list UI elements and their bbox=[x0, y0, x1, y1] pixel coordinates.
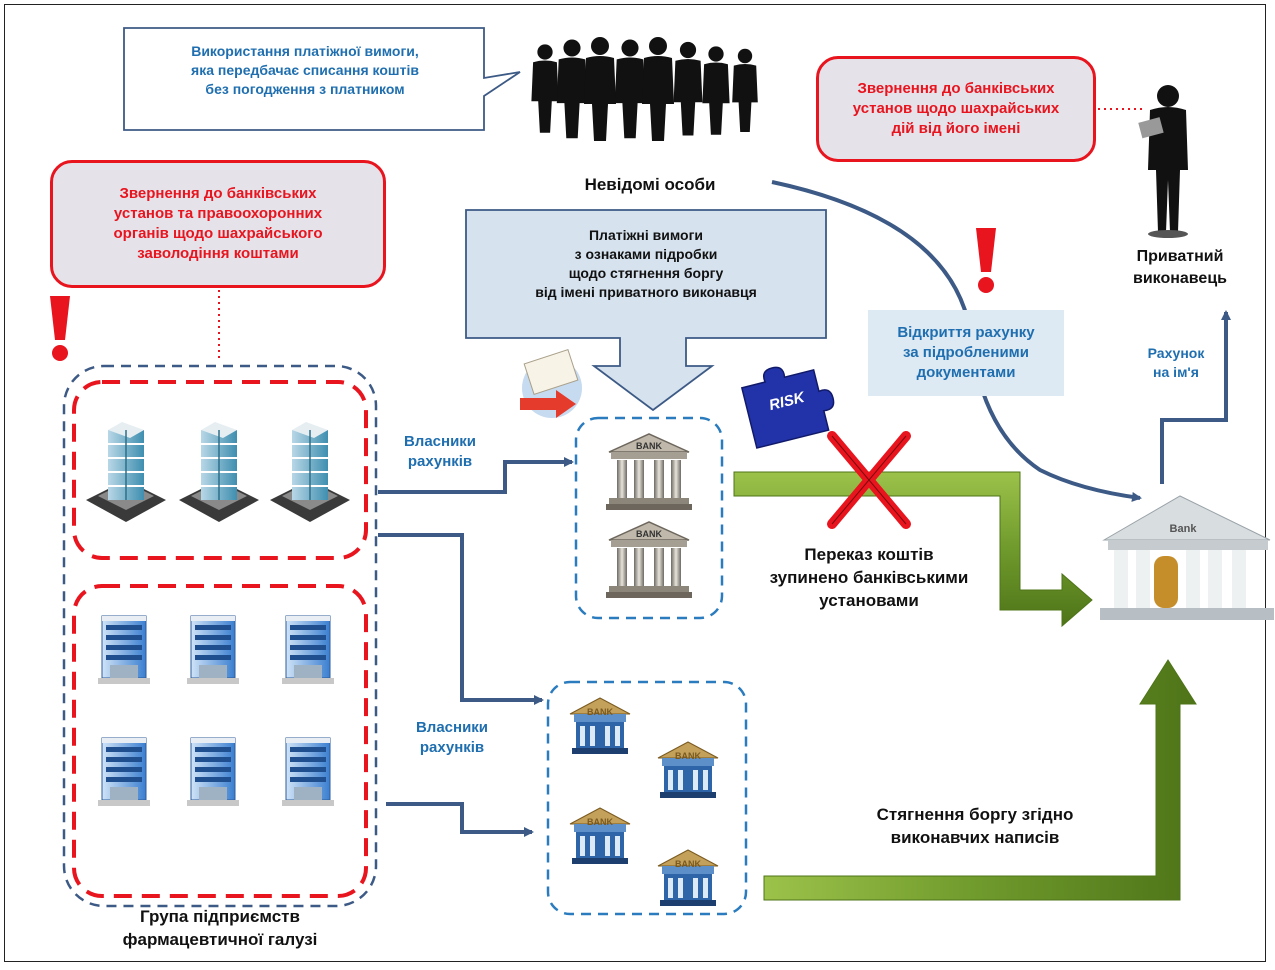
bank-word-4: BANK bbox=[675, 751, 701, 761]
green-debt-arrow bbox=[763, 659, 1197, 901]
transfer-stopped-label: Переказ коштів зупинено банківськими уст… bbox=[769, 545, 969, 610]
open-account-label: Відкриття рахунку за підробленими докуме… bbox=[868, 310, 1064, 396]
green-transfer-arrow bbox=[733, 471, 1093, 628]
private-executor-label: Приватний виконавець bbox=[1133, 248, 1227, 287]
unknown-persons-icon bbox=[531, 37, 758, 141]
callout-right-red: Звернення до банківських установ щодо ша… bbox=[816, 56, 1096, 162]
bank-word-6: BANK bbox=[675, 859, 701, 869]
account-in-name-label: Рахунок на ім'я bbox=[1147, 345, 1205, 380]
bank-word-right: Bank bbox=[1169, 523, 1197, 535]
callout-left-red: Звернення до банківських установ та прав… bbox=[50, 160, 386, 288]
payment-demands-shape bbox=[465, 209, 827, 412]
exclamation-right-icon bbox=[976, 228, 996, 293]
group-subset-top bbox=[72, 380, 368, 560]
outer-frame bbox=[4, 4, 1266, 962]
private-executor-icon bbox=[1138, 85, 1188, 238]
account-owners-label-2: Власники рахунків bbox=[415, 719, 489, 757]
callout-top-shape bbox=[123, 27, 521, 131]
debt-collection-label: Стягнення боргу згідно виконавчих написі… bbox=[876, 805, 1074, 847]
banks-top-container bbox=[574, 416, 724, 620]
group-label: Група підприємств фармацевтичної галузі bbox=[122, 907, 318, 949]
stopped-cross-outline bbox=[831, 435, 907, 525]
account-owners-label-1: Власники рахунків bbox=[403, 433, 477, 471]
bank-word-3: BANK bbox=[587, 707, 613, 717]
bank-word-1: BANK bbox=[636, 441, 662, 451]
final-bank-icon bbox=[1100, 495, 1274, 620]
callout-top-text: Використання платіжної вимоги, яка перед… bbox=[191, 43, 419, 97]
bank-word-2: BANK bbox=[636, 529, 662, 539]
payment-demands-text: Платіжні вимоги з ознаками підробки щодо… bbox=[535, 227, 757, 300]
document-icon bbox=[520, 349, 582, 418]
bank-word-5: BANK bbox=[587, 817, 613, 827]
unknown-persons-label: Невідомі особи bbox=[584, 175, 716, 194]
bank-icons-bottom bbox=[569, 697, 719, 907]
company-buildings-bottom bbox=[97, 615, 335, 807]
exclamation-left-icon bbox=[50, 296, 70, 361]
company-buildings-top bbox=[85, 421, 351, 523]
banks-bottom-container bbox=[546, 680, 748, 916]
risk-puzzle-icon bbox=[740, 366, 835, 449]
group-subset-bottom bbox=[72, 584, 368, 898]
